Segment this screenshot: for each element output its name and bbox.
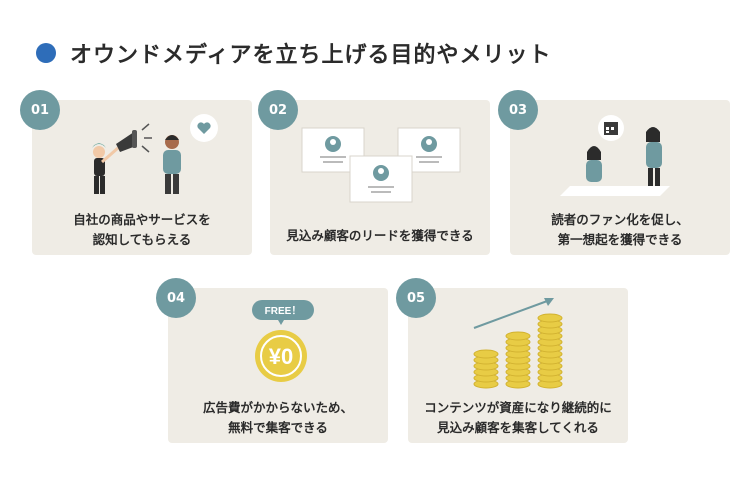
header: オウンドメディアを立ち上げる目的やメリット xyxy=(36,38,551,68)
number-badge-04: 04 xyxy=(156,278,196,318)
coin-icon xyxy=(473,313,563,389)
promotion-illustration xyxy=(92,114,218,194)
free-cost-illustration: FREE！ ¥0 xyxy=(252,300,314,382)
heart-icon xyxy=(190,114,218,142)
megaphone-icon xyxy=(116,123,152,153)
benefit-card-04: FREE！ ¥0 広告費がかからないため、 無料で集客できる xyxy=(168,288,388,443)
free-tag: FREE！ xyxy=(265,305,302,317)
benefit-card-03: 読者のファン化を促し、 第一想起を獲得できる xyxy=(510,100,730,255)
coin-icon: ¥0 xyxy=(255,330,307,382)
number-badge-02: 02 xyxy=(258,90,298,130)
benefit-card-02: 見込み顧客のリードを獲得できる xyxy=(270,100,490,255)
benefit-card-01: 自社の商品やサービスを 認知してもらえる xyxy=(32,100,252,255)
benefit-text: 読者のファン化を促し、 第一想起を獲得できる xyxy=(551,212,689,247)
benefit-text: 自社の商品やサービスを 認知してもらえる xyxy=(73,212,211,247)
profile-card-icon xyxy=(349,155,413,203)
benefit-text: 見込み顧客のリードを獲得できる xyxy=(286,228,474,243)
growth-arrow-icon xyxy=(473,298,554,329)
benefit-text: 広告費がかからないため、 無料で集客できる xyxy=(202,400,353,435)
fan-meeting-illustration xyxy=(560,115,670,196)
page-title: オウンドメディアを立ち上げる目的やメリット xyxy=(70,43,552,68)
lead-profiles-illustration xyxy=(301,127,461,203)
number-badge-05: 05 xyxy=(396,278,436,318)
calendar-icon xyxy=(598,115,624,141)
asset-growth-illustration xyxy=(473,298,563,389)
number-badge-03: 03 xyxy=(498,90,538,130)
benefit-text: コンテンツが資産になり継続的に 見込み顧客を集客してくれる xyxy=(424,400,612,435)
price-label: ¥0 xyxy=(269,344,293,369)
number-badge-01: 01 xyxy=(20,90,60,130)
benefit-card-05: コンテンツが資産になり継続的に 見込み顧客を集客してくれる xyxy=(408,288,628,443)
title-bullet-icon xyxy=(36,43,56,63)
